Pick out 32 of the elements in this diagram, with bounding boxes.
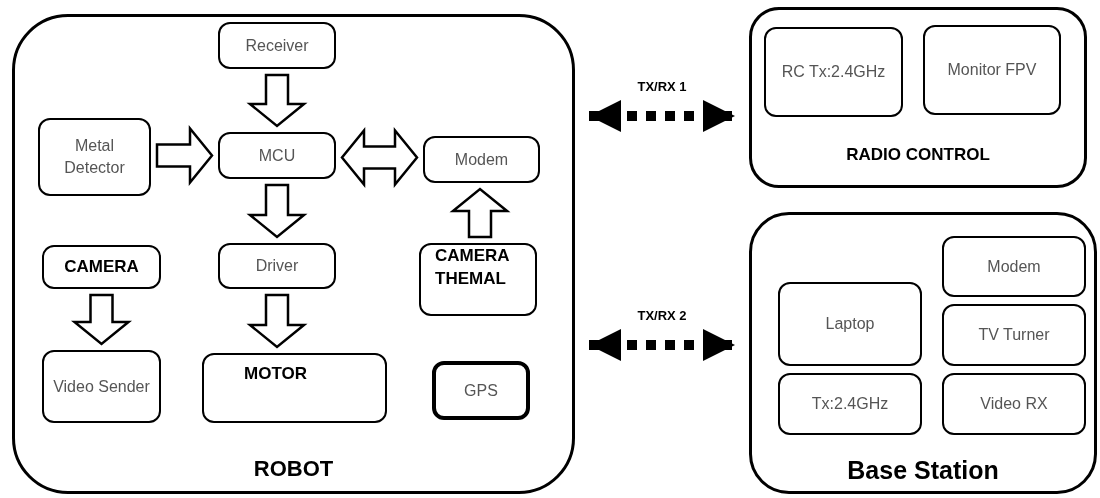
component-box: Metal Detector — [38, 118, 151, 196]
block-arrow — [246, 293, 308, 349]
component-box: Modem — [942, 236, 1086, 297]
component-box: Video RX — [942, 373, 1086, 435]
component-box: Driver — [218, 243, 336, 289]
component-box: CAMERA — [42, 245, 161, 289]
component-box: MOTOR — [202, 353, 387, 423]
dotted-arrow — [589, 100, 735, 132]
block-arrow — [340, 127, 419, 188]
dotted-arrow — [589, 329, 735, 361]
component-box: RC Tx:2.4GHz — [764, 27, 903, 117]
group-container — [749, 7, 1087, 188]
component-box: GPS — [432, 361, 530, 420]
component-box: CAMERA THEMAL — [419, 243, 537, 316]
component-box: MCU — [218, 132, 336, 179]
component-box: Monitor FPV — [923, 25, 1061, 115]
component-box: Video Sender — [42, 350, 161, 423]
component-box: Receiver — [218, 22, 336, 69]
block-arrow — [246, 73, 308, 128]
block-arrow — [155, 125, 214, 186]
block-arrow — [246, 183, 308, 239]
group-title: Base Station — [847, 454, 999, 486]
block-arrow — [71, 293, 132, 346]
component-box: Laptop — [778, 282, 922, 366]
group-container — [12, 14, 575, 494]
group-title: ROBOT — [253, 455, 334, 483]
component-box: Tx:2.4GHz — [778, 373, 922, 435]
group-title: RADIO CONTROL — [846, 143, 990, 166]
component-box: Modem — [423, 136, 540, 183]
block-arrow — [449, 187, 511, 239]
component-box: TV Turner — [942, 304, 1086, 366]
group-container — [749, 212, 1097, 494]
